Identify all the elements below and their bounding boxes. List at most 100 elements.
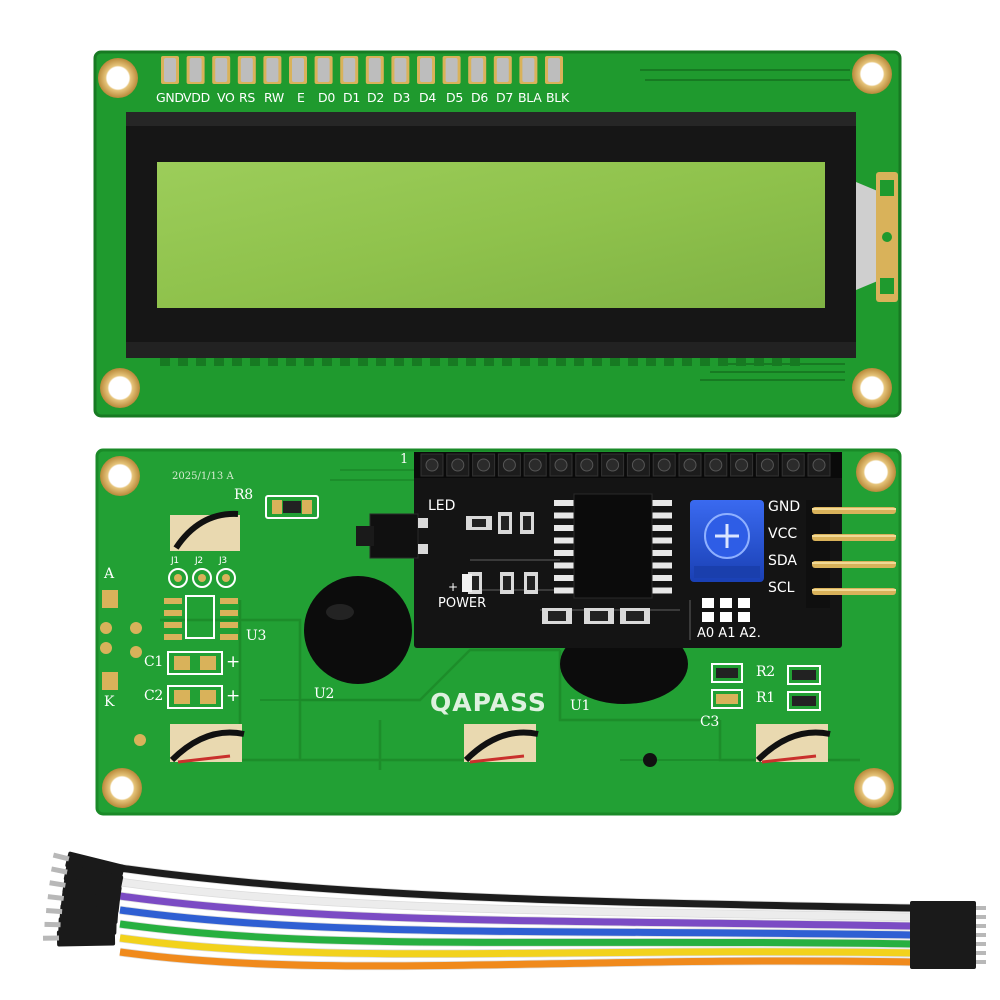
lcd-pin-label: BLK xyxy=(546,90,569,105)
jumper-wire xyxy=(119,948,913,970)
jumper-wire xyxy=(119,892,913,930)
jumper-wire xyxy=(119,920,913,948)
i2c-pin-label: SCL xyxy=(768,580,795,596)
header-socket xyxy=(812,458,826,472)
i2c-power-label: POWER xyxy=(438,596,487,611)
lcd-pin-label: E xyxy=(297,90,305,105)
silk-r8: R8 xyxy=(234,487,253,503)
i2c-address-labels: A0 A1 A2. xyxy=(697,626,761,641)
silk-plus-c1: + xyxy=(226,652,240,672)
header-socket xyxy=(580,458,594,472)
i2c-power-plus: + xyxy=(448,580,459,594)
silk-a: A xyxy=(104,566,114,582)
i2c-pin-label: VCC xyxy=(768,526,798,542)
dupont-jumper-cable xyxy=(42,851,986,971)
lcd-pin-label: D3 xyxy=(393,90,410,105)
header-socket xyxy=(735,458,749,472)
lcd-screen xyxy=(157,162,825,308)
silk-j1: J1 xyxy=(171,556,179,566)
header-socket xyxy=(502,458,516,472)
header-pin xyxy=(548,58,560,82)
lcd-pin-label: VDD xyxy=(183,90,210,105)
header-socket xyxy=(786,458,800,472)
date-code: 2025/1/13 A xyxy=(172,471,234,482)
chip-blob-u2 xyxy=(304,576,412,684)
mounting-hole xyxy=(852,54,892,94)
lcd-pin-label: D2 xyxy=(367,90,384,105)
header-pin xyxy=(343,58,356,82)
header-pin xyxy=(215,58,228,82)
mounting-hole xyxy=(102,768,142,808)
silk-u3: U3 xyxy=(246,628,267,644)
header-socket xyxy=(760,458,774,472)
backlight-lead-pad xyxy=(463,724,539,764)
header-socket xyxy=(606,458,620,472)
mounting-hole xyxy=(100,456,140,496)
header-pin xyxy=(292,58,304,82)
silk-j2: J2 xyxy=(195,556,203,566)
header-pin xyxy=(317,58,330,82)
jumper-wire xyxy=(119,878,913,921)
dupont-connector xyxy=(56,929,116,947)
header-socket xyxy=(554,458,568,472)
header-socket xyxy=(657,458,671,472)
lcd-pin-label: GND xyxy=(156,90,184,105)
silk-pin1: 1 xyxy=(400,452,408,467)
lcd-pin-label: D0 xyxy=(318,90,335,105)
silk-r1: R1 xyxy=(756,690,775,706)
silk-u1: U1 xyxy=(570,698,591,714)
header-socket xyxy=(631,458,645,472)
header-socket xyxy=(528,458,542,472)
pcf8574-chip xyxy=(573,493,653,599)
lcd-pin-label: RS xyxy=(239,90,256,105)
header-pin xyxy=(189,58,202,82)
brand-silkscreen: QAPASS xyxy=(430,688,547,717)
jumper-wire xyxy=(119,906,913,939)
header-pins xyxy=(161,56,563,84)
mounting-hole xyxy=(98,58,138,98)
silk-j3: J3 xyxy=(219,556,227,566)
silk-k: K xyxy=(104,694,115,710)
header-pin xyxy=(471,58,484,82)
i2c-backpack xyxy=(356,452,896,648)
backlight-lead-pad xyxy=(755,724,831,764)
jumper-wire xyxy=(119,864,913,912)
silk-plus-c2: + xyxy=(226,686,240,706)
header-socket xyxy=(477,458,491,472)
header-pin xyxy=(420,58,432,82)
lcd-pin-label: D7 xyxy=(496,90,513,105)
lcd-pin-label: RW xyxy=(264,90,284,105)
header-pin xyxy=(368,58,381,82)
silk-r2: R2 xyxy=(756,664,775,680)
header-pin xyxy=(445,58,458,82)
mounting-hole xyxy=(856,452,896,492)
silk-c1: C1 xyxy=(144,654,164,670)
dupont-connector xyxy=(910,955,976,969)
header-socket xyxy=(683,458,697,472)
silk-c3: C3 xyxy=(700,714,720,730)
lcd-front-board xyxy=(93,50,902,418)
backlight-lead-pad xyxy=(170,510,240,551)
header-pin xyxy=(394,58,407,82)
header-socket xyxy=(709,458,723,472)
lcd-pin-label: D4 xyxy=(419,90,436,105)
header-pin xyxy=(522,58,535,82)
header-pin xyxy=(164,58,176,82)
silk-c2: C2 xyxy=(144,688,164,704)
i2c-pin-label: SDA xyxy=(768,553,797,569)
jumper-wire xyxy=(119,934,913,958)
lcd-pin-label: D6 xyxy=(471,90,488,105)
silk-u2: U2 xyxy=(314,686,335,702)
lcd-pin-label: VO xyxy=(217,90,235,105)
mounting-hole xyxy=(852,368,892,408)
lcd-pin-label: BLA xyxy=(518,90,542,105)
i2c-led-label: LED xyxy=(428,498,456,514)
header-pin xyxy=(240,58,253,82)
mounting-hole xyxy=(100,368,140,408)
header-pin xyxy=(266,58,279,82)
led-jumper-header xyxy=(369,513,419,559)
header-socket xyxy=(451,458,465,472)
i2c-pin-label: GND xyxy=(768,499,801,515)
